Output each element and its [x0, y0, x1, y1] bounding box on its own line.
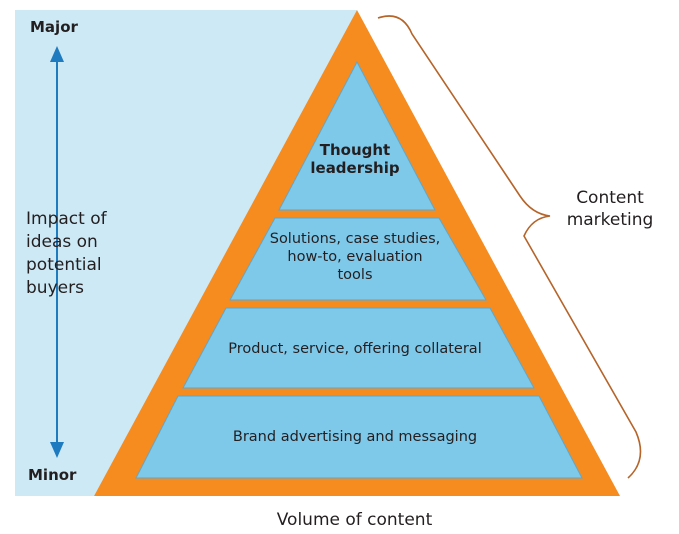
arrow-down-head	[50, 442, 64, 458]
tier-label-line: Thought	[319, 141, 391, 159]
axis-bottom-label: Minor	[28, 466, 77, 484]
tier-label-line: Product, service, offering collateral	[228, 341, 482, 357]
axis-label-line: Impact of	[26, 209, 107, 229]
tier-2-label: Solutions, case studies, how-to, evaluat…	[240, 230, 470, 284]
content-marketing-brace	[377, 15, 642, 479]
axis-top-label: Major	[30, 18, 78, 36]
tier-label-line: Solutions, case studies,	[269, 231, 441, 247]
tier-1-label: Thought leadership	[280, 141, 430, 177]
tier-solutions	[229, 217, 487, 301]
bracket-label-line: marketing	[566, 210, 654, 230]
tier-thought-leadership	[278, 60, 436, 211]
x-axis-label: Volume of content	[276, 510, 433, 530]
tier-4-label: Brand advertising and messaging	[150, 428, 560, 446]
tier-label-line: tools	[337, 267, 373, 283]
content-marketing-label: Content marketing	[555, 187, 665, 231]
arrow-up-head	[50, 46, 64, 62]
tier-label-line: how-to, evaluation	[287, 249, 423, 265]
tier-label-line: Brand advertising and messaging	[232, 429, 478, 445]
tier-3-label: Product, service, offering collateral	[190, 340, 520, 358]
axis-label-line: potential	[26, 255, 102, 275]
axis-label-line: ideas on	[26, 232, 98, 252]
axis-label-line: buyers	[26, 278, 84, 298]
tier-brand-advertising	[135, 395, 583, 479]
tier-label-line: leadership	[310, 159, 400, 177]
impact-panel	[15, 10, 357, 496]
impact-arrow	[50, 46, 64, 458]
tier-product-collateral	[182, 307, 535, 389]
bracket-label-line: Content	[576, 188, 644, 208]
impact-axis-label: Impact of ideas on potential buyers	[26, 208, 136, 300]
